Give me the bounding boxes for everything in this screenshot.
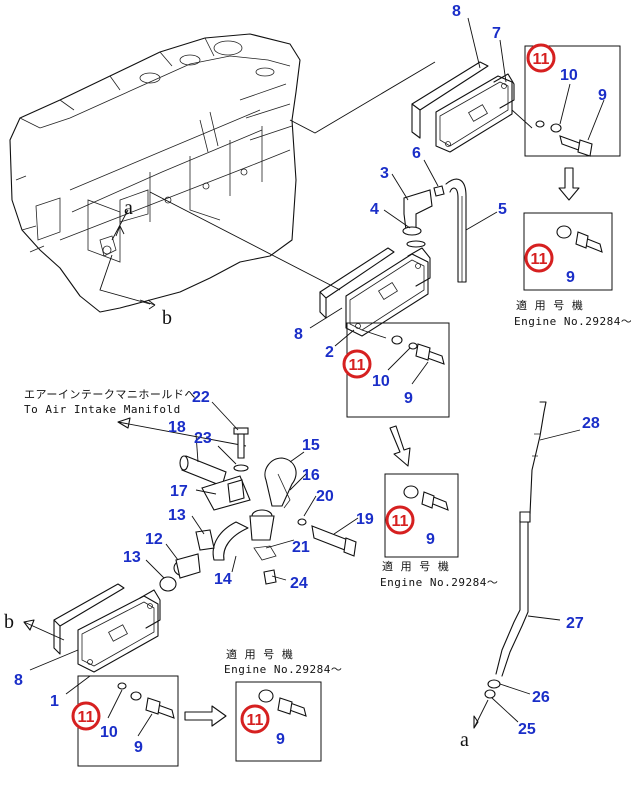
highlight-circle xyxy=(526,43,556,73)
callout-9: 9 xyxy=(598,87,607,104)
callout-20: 20 xyxy=(316,488,334,505)
callout-26: 26 xyxy=(532,689,550,706)
callout-9: 9 xyxy=(276,731,285,748)
callout-23: 23 xyxy=(194,430,212,447)
callout-1: 1 xyxy=(50,693,59,710)
callout-8: 8 xyxy=(14,672,23,689)
callout-21: 21 xyxy=(292,539,310,556)
callout-9: 9 xyxy=(134,739,143,756)
callout-2: 2 xyxy=(325,344,334,361)
engine-no-note: Engine No.29284～ xyxy=(380,576,498,589)
manifold-note-jp: エアーインテークマニホールドへ xyxy=(24,388,196,401)
callout-10: 10 xyxy=(372,373,390,390)
callout-14: 14 xyxy=(214,571,232,588)
callout-5: 5 xyxy=(498,201,507,218)
engine-no-note: Engine No.29284～ xyxy=(514,315,631,328)
engine-block xyxy=(9,33,301,313)
callout-13: 13 xyxy=(123,549,141,566)
callout-7: 7 xyxy=(492,25,501,42)
applicable-note-jp: 適 用 号 機 xyxy=(516,298,583,312)
breather-assembly xyxy=(402,178,467,283)
callout-11: 11 xyxy=(349,357,366,374)
bolt-set-a xyxy=(535,120,593,157)
callout-12: 12 xyxy=(145,531,163,548)
applicable-note-jp: 適 用 号 機 xyxy=(382,559,449,573)
reference-letter-a: a xyxy=(460,729,469,751)
reference-letter-a: a xyxy=(124,197,133,219)
applicable-note-jp: 適 用 号 機 xyxy=(226,647,293,661)
callout-9: 9 xyxy=(566,269,575,286)
callout-13: 13 xyxy=(168,507,186,524)
callout-11: 11 xyxy=(533,51,550,68)
highlight-circle xyxy=(342,349,372,379)
dipstick-assembly xyxy=(484,401,547,699)
bolt-set-f xyxy=(258,689,307,717)
rocker-cover-top xyxy=(411,61,515,153)
callout-15: 15 xyxy=(302,437,320,454)
callout-4: 4 xyxy=(370,201,379,218)
callout-28: 28 xyxy=(582,415,600,432)
intake-assembly xyxy=(159,427,357,592)
callout-19: 19 xyxy=(356,511,374,528)
callout-11: 11 xyxy=(531,251,548,268)
callout-11: 11 xyxy=(78,709,95,726)
callout-3: 3 xyxy=(380,165,389,182)
callout-8: 8 xyxy=(294,326,303,343)
callout-9: 9 xyxy=(404,390,413,407)
callout-11: 11 xyxy=(392,513,409,530)
bolt-set-d xyxy=(403,485,449,511)
callout-18: 18 xyxy=(168,419,186,436)
highlight-circle xyxy=(524,243,554,273)
callout-8: 8 xyxy=(452,3,461,20)
callout-10: 10 xyxy=(100,724,118,741)
callout-25: 25 xyxy=(518,721,536,738)
callout-16: 16 xyxy=(302,467,320,484)
manifold-note-en: To Air Intake Manifold xyxy=(24,403,181,416)
bolt-set-c xyxy=(391,335,445,365)
callout-9: 9 xyxy=(426,531,435,548)
callout-22: 22 xyxy=(192,389,210,406)
reference-letter-b: b xyxy=(162,307,172,329)
callout-27: 27 xyxy=(566,615,584,632)
highlight-circle xyxy=(71,701,101,731)
callout-10: 10 xyxy=(560,67,578,84)
bolt-set-b xyxy=(556,225,603,253)
callout-11: 11 xyxy=(247,712,264,729)
rocker-cover-bottom xyxy=(53,583,161,673)
callout-17: 17 xyxy=(170,483,188,500)
bolt-set-e xyxy=(117,682,175,719)
engine-no-note: Engine No.29284～ xyxy=(224,663,342,676)
callout-24: 24 xyxy=(290,575,308,592)
highlight-circle xyxy=(240,704,270,734)
highlight-circle xyxy=(385,505,415,535)
callout-6: 6 xyxy=(412,145,421,162)
reference-letter-b: b xyxy=(4,611,14,633)
